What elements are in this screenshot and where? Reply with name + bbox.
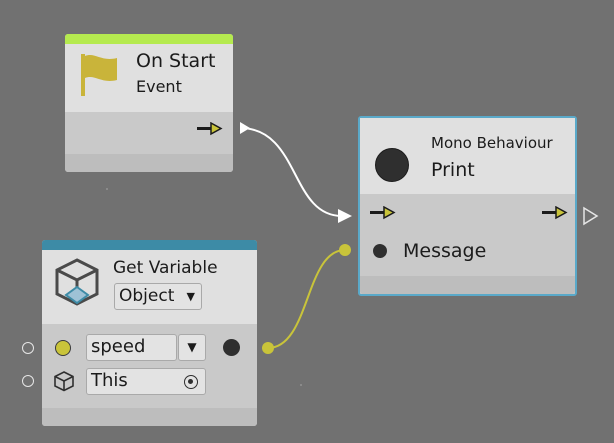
target-input-connector-ring[interactable] bbox=[22, 375, 34, 387]
node-title: On Start bbox=[136, 50, 216, 72]
message-port-icon[interactable] bbox=[373, 244, 387, 258]
port-label-message: Message bbox=[403, 240, 487, 262]
node-header bbox=[65, 44, 233, 112]
value-wire-end-dot bbox=[339, 244, 351, 256]
flow-output-arrow bbox=[240, 122, 250, 134]
flow-connection[interactable] bbox=[239, 127, 343, 217]
variable-name-dropdown-button[interactable]: ▼ bbox=[178, 334, 206, 361]
target-picker-icon[interactable] bbox=[184, 375, 198, 389]
flow-out-arrow-icon[interactable] bbox=[542, 206, 568, 220]
value-connection[interactable] bbox=[267, 249, 346, 349]
value-output-port-icon[interactable] bbox=[223, 339, 240, 356]
node-footer bbox=[360, 276, 575, 294]
variable-cube-icon bbox=[55, 258, 99, 306]
flow-input-arrow bbox=[338, 209, 352, 223]
target-object-value: This bbox=[91, 370, 128, 391]
node-title: Get Variable bbox=[113, 258, 218, 278]
grid-dot bbox=[106, 188, 108, 190]
print-node[interactable]: Mono Behaviour Print Message bbox=[358, 116, 577, 296]
variable-kind-dropdown[interactable]: Object ▼ bbox=[114, 283, 202, 310]
flow-in-arrow-icon[interactable] bbox=[370, 206, 396, 220]
print-flow-out-port[interactable] bbox=[583, 206, 599, 226]
node-subtitle: Event bbox=[136, 77, 182, 96]
flow-out-arrow-icon[interactable] bbox=[197, 122, 223, 136]
name-input-connector-ring[interactable] bbox=[22, 342, 34, 354]
flag-icon bbox=[81, 54, 117, 96]
value-wire-start-dot bbox=[262, 342, 274, 354]
variable-strip bbox=[42, 240, 257, 250]
name-port-icon[interactable] bbox=[55, 340, 71, 356]
node-category: Mono Behaviour bbox=[431, 134, 553, 152]
target-object-field[interactable]: This bbox=[86, 368, 206, 395]
event-strip bbox=[65, 34, 233, 44]
chevron-down-icon: ▼ bbox=[186, 290, 195, 303]
circle-icon bbox=[375, 148, 409, 182]
chevron-down-icon: ▼ bbox=[187, 340, 197, 354]
node-footer bbox=[65, 154, 233, 172]
variable-name-field[interactable]: speed bbox=[86, 334, 177, 361]
get-variable-node[interactable]: Get Variable Object ▼ speed ▼ This bbox=[42, 240, 257, 426]
grid-dot bbox=[300, 384, 302, 386]
node-title: Print bbox=[431, 159, 475, 181]
variable-kind-value: Object bbox=[119, 286, 175, 306]
node-footer bbox=[42, 408, 257, 426]
on-start-node[interactable]: On Start Event bbox=[65, 34, 233, 172]
cube-icon bbox=[54, 371, 74, 392]
